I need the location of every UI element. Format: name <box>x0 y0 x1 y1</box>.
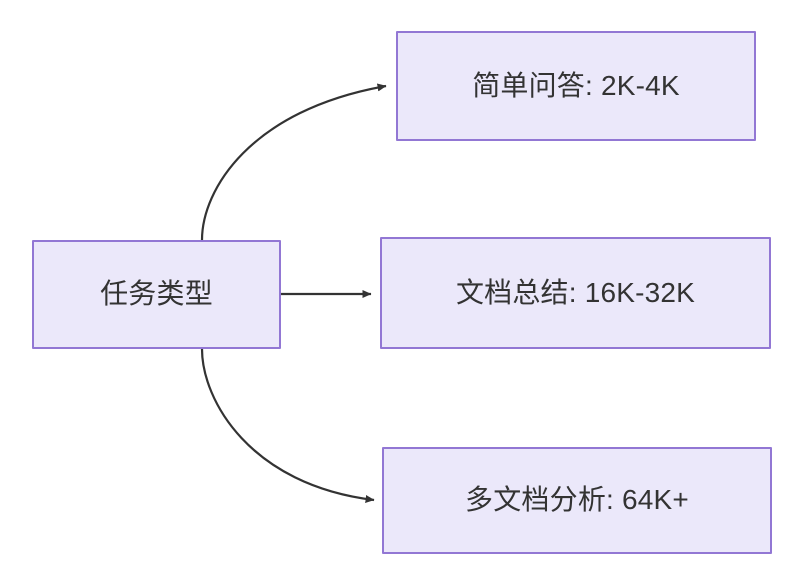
edge-root-multi-doc <box>200 348 375 503</box>
node-doc-summary[interactable]: 文档总结: 16K-32K <box>380 237 771 349</box>
node-multi-doc-analysis[interactable]: 多文档分析: 64K+ <box>382 447 772 554</box>
node-doc-summary-label: 文档总结: 16K-32K <box>455 276 696 308</box>
node-simple-qa[interactable]: 简单问答: 2K-4K <box>396 31 756 141</box>
edge-root-simple-qa <box>200 83 387 241</box>
node-root[interactable]: 任务类型 <box>32 240 281 349</box>
node-simple-qa-label: 简单问答: 2K-4K <box>472 69 680 101</box>
node-root-label: 任务类型 <box>100 278 213 310</box>
node-multi-doc-analysis-label: 多文档分析: 64K+ <box>465 484 689 516</box>
